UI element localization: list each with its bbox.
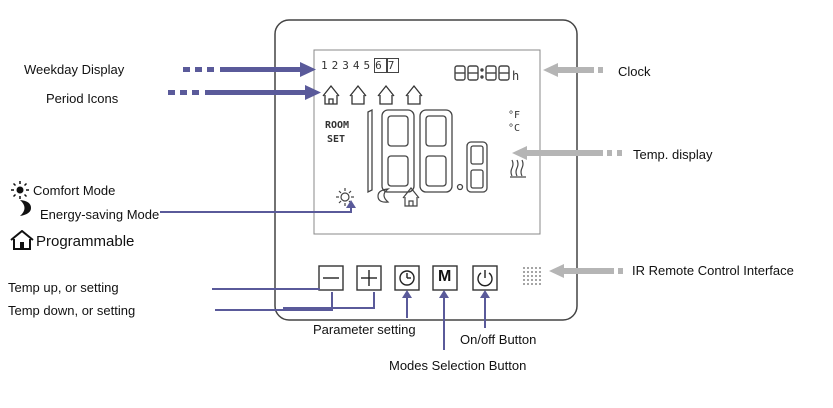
modes-selection-button-label: Modes Selection Button	[389, 358, 527, 373]
button-glyphs	[323, 270, 493, 287]
ir-receiver-dots	[523, 267, 541, 285]
temp-digits	[367, 108, 488, 194]
weekday-7: 7	[386, 58, 400, 73]
mode-button-glyph: M	[438, 268, 452, 285]
weekday-5: 5	[363, 59, 375, 72]
power-button[interactable]	[473, 266, 497, 290]
comfort-mode-label: Comfort Mode	[33, 183, 116, 198]
dark-callout-arrows	[168, 62, 321, 100]
callout-arrowheads	[346, 200, 490, 298]
weekday-3: 3	[342, 59, 353, 72]
parameter-setting-label: Parameter setting	[313, 322, 416, 337]
on-off-button-label: On/off Button	[460, 332, 537, 347]
light-callout-arrows	[512, 63, 623, 278]
clock-digits	[454, 65, 510, 81]
unit-c: °C	[508, 123, 521, 134]
parameter-setting-button[interactable]	[395, 266, 419, 290]
period-icons-label: Period Icons	[46, 91, 119, 106]
set-label: SET	[327, 134, 346, 145]
weekday-6: 6	[374, 58, 387, 73]
unit-f: °F	[508, 110, 521, 121]
room-label: ROOM	[325, 120, 350, 131]
ir-remote-label: IR Remote Control Interface	[632, 263, 794, 278]
temp-down-label: Temp down, or setting	[8, 303, 136, 318]
lcd-mode-icons	[336, 187, 420, 207]
mode-selection-button[interactable]	[433, 266, 457, 290]
temp-up-button[interactable]	[357, 266, 381, 290]
house-icon	[10, 230, 34, 250]
clock-hour-suffix: h	[512, 69, 520, 83]
weekday-1: 1	[321, 59, 332, 72]
weekday-display-label: Weekday Display	[24, 62, 125, 77]
heating-icon	[510, 159, 526, 178]
moon-icon	[12, 199, 32, 217]
programmable-label: Programmable	[36, 233, 135, 250]
clock-label: Clock	[618, 64, 651, 79]
temp-down-button[interactable]	[319, 266, 343, 290]
temp-display-label: Temp. display	[633, 147, 713, 162]
weekday-2: 2	[331, 59, 343, 72]
period-icons	[322, 84, 423, 105]
weekday-4: 4	[352, 59, 364, 72]
energy-saving-mode-label: Energy-saving Mode	[40, 207, 160, 222]
temp-up-label: Temp up, or setting	[8, 280, 119, 295]
sun-icon	[10, 181, 30, 199]
